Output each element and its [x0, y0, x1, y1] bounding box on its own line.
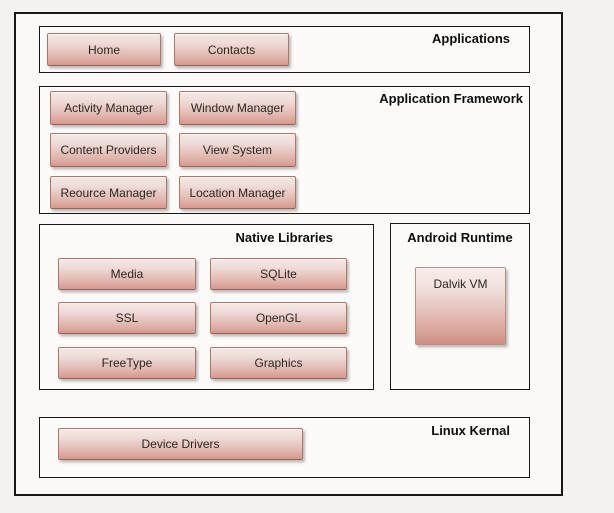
node-location-manager: Location Manager [179, 176, 296, 209]
node-activity-manager: Activity Manager [50, 91, 167, 125]
node-opengl: OpenGL [210, 302, 347, 334]
layer-title-application-framework: Application Framework [379, 91, 523, 106]
layer-title-native-libraries: Native Libraries [235, 230, 333, 245]
node-dalvik-vm: Dalvik VM [415, 267, 506, 345]
node-graphics: Graphics [210, 347, 347, 379]
layer-title-linux-kernel: Linux Kernal [431, 423, 510, 438]
node-view-system: View System [179, 133, 296, 167]
node-resource-manager: Reource Manager [50, 176, 167, 209]
node-sqlite: SQLite [210, 258, 347, 290]
node-home: Home [47, 33, 161, 66]
node-freetype: FreeType [58, 347, 196, 379]
layer-title-android-runtime: Android Runtime [407, 230, 513, 245]
node-media: Media [58, 258, 196, 290]
node-contacts: Contacts [174, 33, 289, 66]
node-window-manager: Window Manager [179, 91, 296, 125]
node-content-providers: Content Providers [50, 133, 167, 167]
node-device-drivers: Device Drivers [58, 428, 303, 460]
layer-title-applications: Applications [431, 31, 510, 46]
node-ssl: SSL [58, 302, 196, 334]
